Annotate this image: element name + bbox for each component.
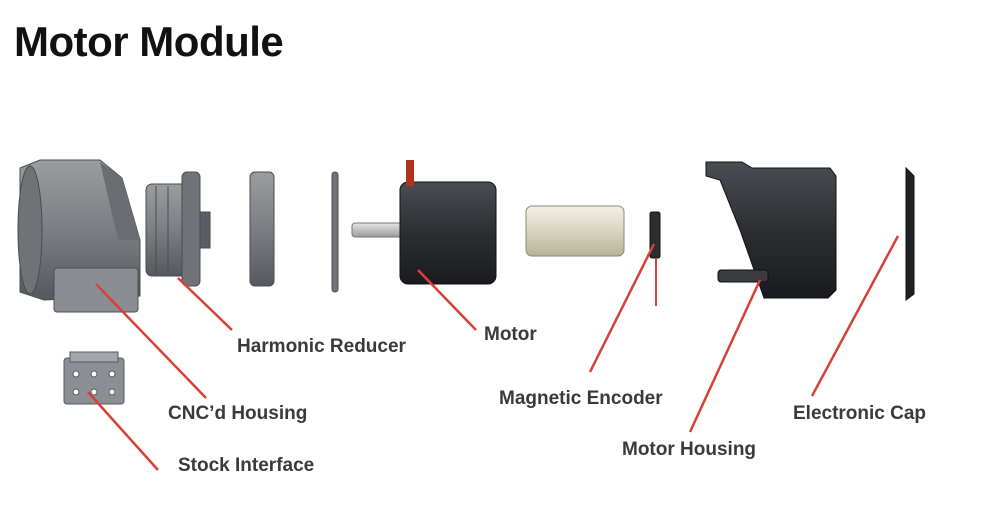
leader-line-magnetic-encoder bbox=[588, 243, 656, 373]
magnetic-encoder-part bbox=[649, 211, 661, 306]
thin-disc-part bbox=[331, 171, 339, 293]
stock-interface-part bbox=[63, 351, 125, 405]
page-title: Motor Module bbox=[14, 18, 284, 65]
leader-line-stock-interface bbox=[87, 391, 159, 471]
label-cnc-housing: CNC’d Housing bbox=[168, 403, 308, 424]
leader-line-electronic-cap bbox=[810, 235, 900, 397]
motor-part bbox=[351, 160, 497, 285]
magnet-part bbox=[525, 205, 625, 257]
cnc-housing-part bbox=[17, 159, 141, 313]
spacer-ring-part bbox=[249, 171, 275, 287]
label-magnetic-encoder: Magnetic Encoder bbox=[499, 388, 663, 409]
label-motor: Motor bbox=[484, 324, 537, 345]
harmonic-reducer-part bbox=[145, 171, 211, 287]
motor-housing-part bbox=[705, 161, 837, 299]
leader-line-cnc-housing bbox=[95, 283, 207, 399]
label-electronic-cap: Electronic Cap bbox=[793, 403, 927, 424]
label-stock-interface: Stock Interface bbox=[178, 455, 315, 476]
leader-line-harmonic-reducer bbox=[177, 277, 233, 331]
label-harmonic-reducer: Harmonic Reducer bbox=[237, 336, 406, 357]
leader-line-motor-housing bbox=[688, 279, 762, 433]
leader-line-motor bbox=[417, 269, 477, 331]
electronic-cap-part bbox=[905, 166, 915, 301]
label-motor-housing: Motor Housing bbox=[622, 439, 757, 460]
